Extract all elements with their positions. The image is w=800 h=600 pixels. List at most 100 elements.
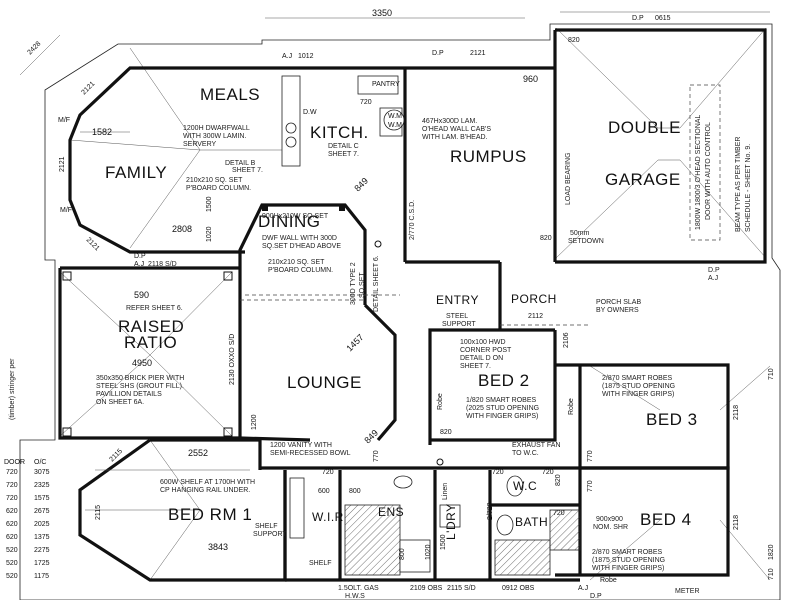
room-meals: MEALS	[200, 85, 260, 104]
schedule-oc: 2675	[34, 508, 50, 515]
dim-2552: 2552	[188, 448, 208, 458]
schedule-door: 720	[6, 469, 18, 476]
room-rumpus: RUMPUS	[450, 147, 527, 166]
note-shr2: NOM. SHR	[593, 524, 628, 531]
dim-820-b: 820	[540, 235, 552, 242]
note-exhaust1: EXHAUST FAN	[512, 442, 561, 449]
dim-2121-a: 2121	[80, 80, 96, 96]
dim-849-b: 849	[362, 428, 380, 446]
note-robes3b: (1875 STUD OPENING	[602, 383, 675, 390]
dim-2118-b: 2118	[733, 515, 740, 530]
room-robe-bed2: Robe	[437, 393, 444, 410]
note-brick2: STEEL SHS (GROUT FILL).	[96, 383, 184, 390]
label-dp-top2: D.P	[632, 15, 644, 22]
dim-1820: 1820	[768, 544, 775, 560]
dim-960: 960	[523, 74, 538, 84]
dim-2118-a: 2118	[733, 405, 740, 420]
dim-710-a: 710	[768, 368, 775, 380]
note-csd: 2/770 C.S.D.	[409, 200, 416, 240]
dim-1500: 1500	[206, 196, 213, 212]
note-setdown2: SETDOWN	[568, 238, 604, 245]
note-shelf2: CP HANGING RAIL UNDER.	[160, 487, 250, 494]
dim-820-garage: 820	[568, 37, 580, 44]
schedule-oc: 1375	[34, 534, 50, 541]
room-bed3: BED 3	[646, 410, 698, 429]
note-brick3: PAVILLION DETAILS	[96, 391, 162, 398]
schedule-header-oc: O/C	[34, 459, 46, 466]
dim-600: 600	[318, 488, 330, 495]
dim-2115-b: 2115	[95, 505, 102, 520]
note-shelf3: SHELF	[309, 560, 332, 567]
schedule-door: 520	[6, 560, 18, 567]
note-vanity2: SEMI-RECESSED BOWL	[270, 450, 351, 457]
room-double: DOUBLE	[608, 118, 681, 137]
dim-2121-v: 2121	[59, 156, 66, 172]
schedule-oc: 2275	[34, 547, 50, 554]
dim-1582: 1582	[92, 127, 112, 137]
note-dwarfwall-2: WITH 300W LAMIN.	[183, 133, 246, 140]
label-aj-left: A.J	[134, 261, 144, 268]
label-dp-top: D.P	[432, 50, 444, 57]
room-robe-bed4: Robe	[600, 577, 617, 584]
note-stepdown: DETAIL SHEET 6.	[373, 255, 380, 312]
kitchen-fixtures	[281, 75, 405, 167]
note-shelfsup1: SHELF	[255, 523, 278, 530]
note-robes2b: (2025 STUD OPENING	[466, 405, 539, 412]
schedule-door: 620	[6, 534, 18, 541]
label-mf-2: M/F	[60, 207, 72, 214]
room-raised: RAISED	[118, 317, 184, 336]
label-wm: W.M	[388, 113, 402, 120]
note-detailb-2: SHEET 7.	[232, 167, 263, 174]
schedule-door: 620	[6, 508, 18, 515]
dim-3350: 3350	[372, 8, 392, 18]
note-dwarfwall: 1200H DWARFWALL	[183, 125, 250, 132]
note-robes3c: WITH FINGER GRIPS)	[602, 391, 674, 398]
note-gas: 1.5OLT. GAS	[338, 585, 379, 592]
note-shr1: 900x900	[596, 516, 623, 523]
room-ens: ENS	[378, 505, 404, 519]
dim-1020: 1020	[206, 226, 213, 242]
notes: 1200H DWARFWALL WITH 300W LAMIN. SERVERY…	[9, 115, 752, 600]
note-timber: (timber) stringer per	[9, 358, 16, 420]
label-dp-right: D.P	[590, 593, 602, 600]
room-bed4: BED 4	[640, 510, 692, 529]
schedule-door: 520	[6, 573, 18, 580]
dim-2109-obs: 2109 OBS	[410, 585, 443, 592]
note-robes2a: 1/820 SMART ROBES	[466, 397, 536, 404]
note-postset1: 210x210 SQ. SET	[186, 177, 243, 184]
room-lounge: LOUNGE	[287, 373, 362, 392]
room-garage: GARAGE	[605, 170, 681, 189]
dim-590: 590	[134, 290, 149, 300]
dim-3843: 3843	[208, 542, 228, 552]
schedule-door: 720	[6, 482, 18, 489]
note-porchslab1: PORCH SLAB	[596, 299, 641, 306]
dim-710-b: 710	[768, 568, 775, 580]
schedule-oc: 1725	[34, 560, 50, 567]
dim-2121-b: 2121	[85, 236, 101, 252]
roof-hip-lines	[59, 27, 771, 581]
room-wir: W.I.R	[312, 510, 344, 524]
note-detailb: DETAIL B	[225, 160, 256, 167]
dim-1457: 1457	[344, 332, 365, 353]
dim-720-a: 720	[322, 469, 334, 476]
note-post4: SHEET 7.	[460, 363, 491, 370]
room-porch: PORCH	[511, 292, 557, 306]
dim-820-c: 820	[555, 474, 562, 486]
dim-2130: 2130 OXXO S/D	[229, 334, 236, 385]
dim-1500-b: 1500	[440, 534, 447, 550]
note-shelfsup2: SUPPORT	[253, 531, 287, 538]
dim-2115-sd: 2115 S/D	[447, 585, 476, 592]
note-detailc-2: SHEET 7.	[328, 151, 359, 158]
room-bedrm1: BED RM 1	[168, 505, 252, 524]
room-patio: RATIO	[124, 333, 177, 352]
piers	[62, 205, 444, 466]
schedule-door: 520	[6, 547, 18, 554]
schedule-oc: 1175	[34, 573, 49, 580]
note-lam2: O'HEAD WALL CAB'S	[422, 126, 491, 133]
dim-2112: 2112	[528, 313, 543, 320]
schedule-door: 720	[6, 495, 18, 502]
dim-1200: 1200	[251, 414, 258, 430]
dashed-lines	[240, 84, 721, 326]
schedule-oc: 2025	[34, 521, 50, 528]
